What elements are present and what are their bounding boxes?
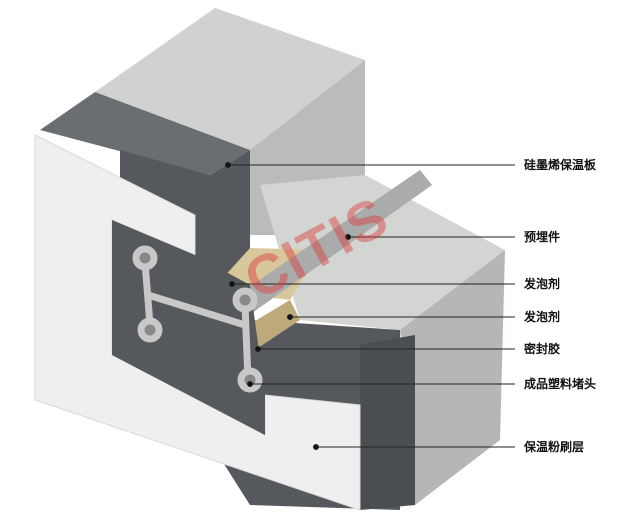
embedded-rod [230,170,432,318]
label-plastic-cap: 成品塑料堵头 [524,377,597,391]
render-cutout-insulation [112,220,265,435]
label-insulation-board: 硅墨烯保温板 [524,158,597,172]
lower-concrete-top [260,175,505,330]
upper-concrete-top [95,8,365,150]
insulation-top [40,92,250,175]
label-sealant: 密封胶 [524,342,561,356]
lower-concrete-side [400,250,505,505]
label-foam-1: 发泡剂 [524,277,561,291]
label-foam-2: 发泡剂 [524,310,561,324]
label-embedded-part: 预埋件 [524,230,561,244]
plastic-cap-connector [132,245,263,393]
label-render-layer: 保温粉刷层 [524,440,585,454]
insulation-right [360,335,415,510]
leader-lines [225,162,515,450]
